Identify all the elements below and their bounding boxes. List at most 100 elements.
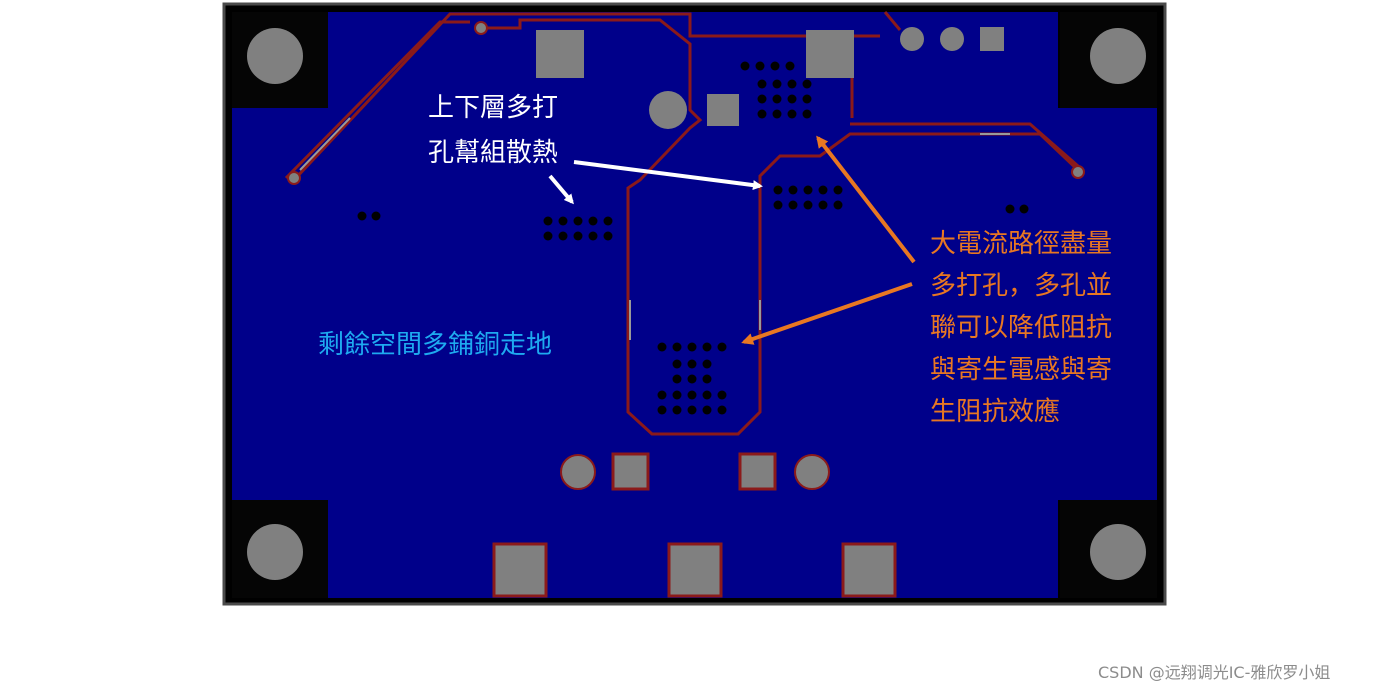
via — [687, 342, 697, 352]
via — [588, 231, 598, 241]
via — [558, 231, 568, 241]
arrow-orange — [741, 282, 913, 345]
watermark: CSDN @远翔调光IC-雅欣罗小姐 — [1098, 663, 1331, 682]
via — [371, 211, 381, 221]
via — [543, 216, 553, 226]
via-arrays — [357, 61, 1029, 415]
via — [717, 405, 727, 415]
annotation-line: 聯可以降低阻抗 — [930, 313, 1112, 343]
smd-pad — [707, 94, 739, 126]
via — [802, 109, 812, 119]
annotation-line: 大電流路徑盡量 — [930, 229, 1112, 259]
smd-pad — [738, 452, 777, 491]
via — [657, 405, 667, 415]
smd-pad — [611, 452, 650, 491]
via — [1019, 204, 1029, 214]
arrow-white — [573, 160, 763, 191]
through-hole-pad — [794, 454, 830, 490]
through-hole-pad — [560, 454, 596, 490]
via — [558, 216, 568, 226]
via — [757, 79, 767, 89]
via — [740, 61, 750, 71]
via — [833, 185, 843, 195]
annotation-line: 剩餘空間多鋪銅走地 — [318, 330, 552, 360]
via — [833, 200, 843, 210]
via — [818, 185, 828, 195]
annotation-high-current: 大電流路徑盡量 多打孔，多孔並 聯可以降低阻抗 與寄生電感與寄 生阻抗效應 — [930, 229, 1120, 427]
via — [687, 374, 697, 384]
via — [788, 185, 798, 195]
annotation-ground-fill: 剩餘空間多鋪銅走地 — [318, 330, 552, 360]
via — [672, 359, 682, 369]
via — [687, 390, 697, 400]
via — [787, 109, 797, 119]
via — [717, 390, 727, 400]
via — [702, 390, 712, 400]
via — [770, 61, 780, 71]
header-pin — [940, 27, 964, 51]
via-pad — [287, 171, 301, 185]
via — [803, 185, 813, 195]
power-pad — [667, 542, 723, 598]
header-pin-square — [980, 27, 1004, 51]
via — [1005, 204, 1015, 214]
annotation-line: 與寄生電感與寄 — [930, 355, 1112, 385]
via — [672, 374, 682, 384]
via — [818, 200, 828, 210]
mounting-hole — [1090, 524, 1146, 580]
annotation-line: 多打孔，多孔並 — [930, 271, 1112, 301]
via — [785, 61, 795, 71]
via — [702, 374, 712, 384]
via — [603, 231, 613, 241]
header-pin — [900, 27, 924, 51]
via — [603, 216, 613, 226]
arrow-white — [548, 174, 574, 205]
via — [773, 200, 783, 210]
via — [772, 79, 782, 89]
annotation-line: 上下層多打 — [428, 93, 558, 123]
via — [573, 231, 583, 241]
via — [787, 79, 797, 89]
via — [757, 109, 767, 119]
via — [672, 390, 682, 400]
via — [543, 231, 553, 241]
via — [687, 405, 697, 415]
via-pad — [474, 21, 488, 35]
via — [787, 94, 797, 104]
smd-pad — [536, 30, 584, 78]
through-hole-pad — [649, 91, 687, 129]
via — [573, 216, 583, 226]
via — [772, 94, 782, 104]
via — [773, 185, 783, 195]
trace-gray-segments — [299, 117, 1010, 340]
via — [802, 94, 812, 104]
mounting-hole — [247, 28, 303, 84]
via — [588, 216, 598, 226]
via — [702, 342, 712, 352]
mounting-hole — [1090, 28, 1146, 84]
annotation-line: 孔幫組散熱 — [428, 138, 558, 168]
via — [755, 61, 765, 71]
via-pad — [1071, 165, 1085, 179]
via — [657, 390, 667, 400]
annotation-line: 生阻抗效應 — [930, 397, 1060, 427]
via — [657, 342, 667, 352]
via — [788, 200, 798, 210]
power-pad — [492, 542, 548, 598]
power-pad — [841, 542, 897, 598]
arrow-orange — [816, 135, 916, 264]
mounting-hole — [247, 524, 303, 580]
via — [803, 200, 813, 210]
via — [702, 405, 712, 415]
via — [717, 342, 727, 352]
via — [772, 109, 782, 119]
annotation-via-heat: 上下層多打 孔幫組散熱 — [428, 93, 566, 168]
via — [672, 405, 682, 415]
via — [802, 79, 812, 89]
copper-pour — [232, 12, 1157, 598]
via — [687, 359, 697, 369]
traces — [284, 11, 1082, 436]
via — [757, 94, 767, 104]
via — [702, 359, 712, 369]
